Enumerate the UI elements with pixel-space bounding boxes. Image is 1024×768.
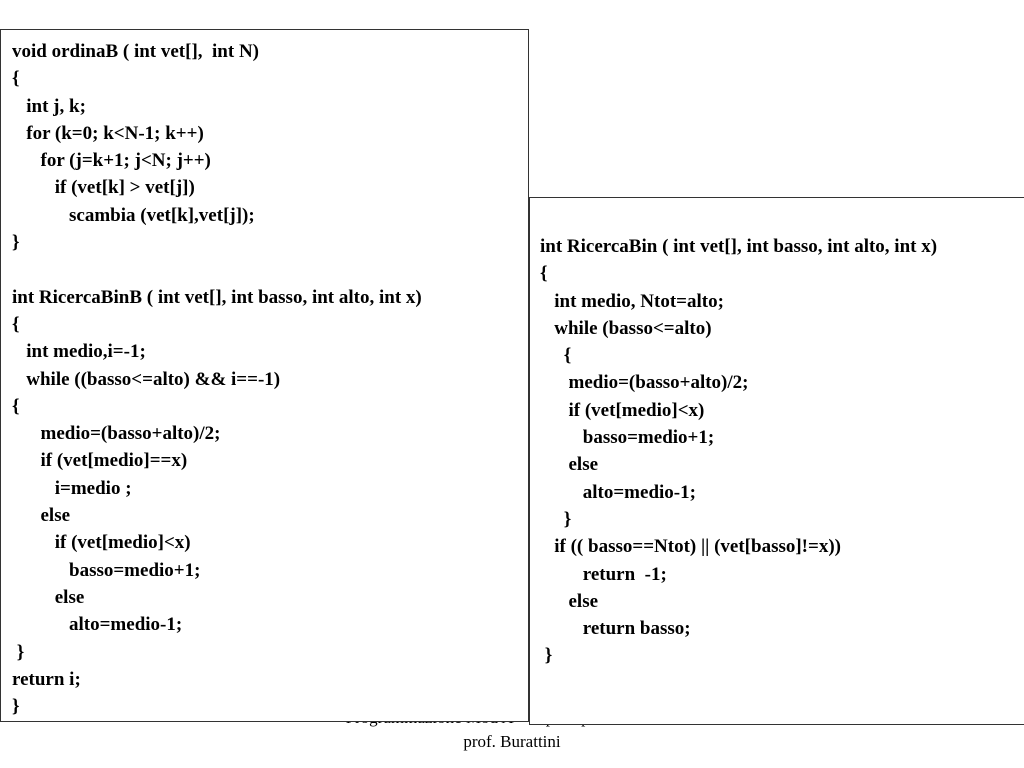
footer-author: prof. Burattini	[463, 732, 561, 751]
right-code-listing: int RicercaBin ( int vet[], int basso, i…	[540, 236, 938, 667]
left-code-listing: void ordinaB ( int vet[], int N) { int j…	[12, 41, 422, 718]
left-code-box: void ordinaB ( int vet[], int N) { int j…	[0, 29, 529, 722]
right-code-box: int RicercaBin ( int vet[], int basso, i…	[529, 197, 1024, 725]
